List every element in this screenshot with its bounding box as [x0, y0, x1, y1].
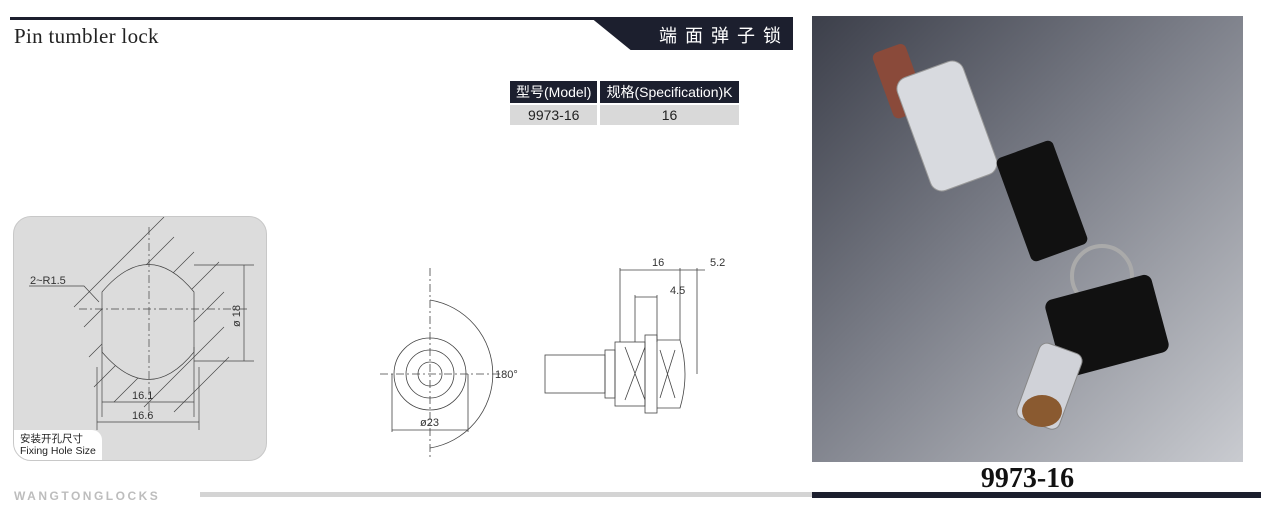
category-banner: 端面弹子锁 — [590, 17, 793, 50]
fixing-hole-drawing: 2~R1.5 ø 18 16.1 16.6 — [29, 217, 254, 430]
header-model: 型号(Model) — [510, 81, 598, 103]
outer-width-label: 16.6 — [132, 410, 153, 422]
fixing-hole-label: 安装开孔尺寸 Fixing Hole Size — [14, 430, 102, 460]
product-photo — [812, 16, 1243, 462]
fixing-hole-panel: 2~R1.5 ø 18 16.1 16.6 安装开孔尺寸 Fixing Hole… — [13, 216, 267, 461]
cell-model: 9973-16 — [510, 105, 598, 125]
header-spec: 规格(Specification)K — [600, 81, 739, 103]
lock-with-keys-image — [872, 43, 1169, 430]
rotation-label: 180° — [495, 369, 518, 381]
flange-label: 5.2 — [710, 257, 725, 269]
footer-rule — [812, 492, 1261, 498]
brand-name: WANGTONGLOCKS — [14, 489, 161, 503]
footer-gray-bar — [200, 492, 812, 497]
thread-label: 4.5 — [670, 285, 685, 297]
technical-drawings: 180° ø23 16 5.2 4.5 — [380, 257, 725, 460]
length-label: 16 — [652, 257, 664, 269]
product-model: 9973-16 — [980, 463, 1075, 494]
front-diameter-label: ø23 — [420, 417, 439, 429]
label-en: Fixing Hole Size — [20, 445, 96, 457]
front-view — [380, 268, 505, 460]
side-view — [544, 268, 705, 414]
page-title: Pin tumbler lock — [14, 24, 159, 48]
cell-spec: 16 — [600, 105, 739, 125]
diameter-label: ø 18 — [231, 305, 243, 327]
radius-label: 2~R1.5 — [30, 275, 66, 287]
inner-width-label: 16.1 — [132, 390, 153, 402]
label-cn: 安装开孔尺寸 — [20, 433, 83, 445]
header-rule — [10, 17, 600, 20]
